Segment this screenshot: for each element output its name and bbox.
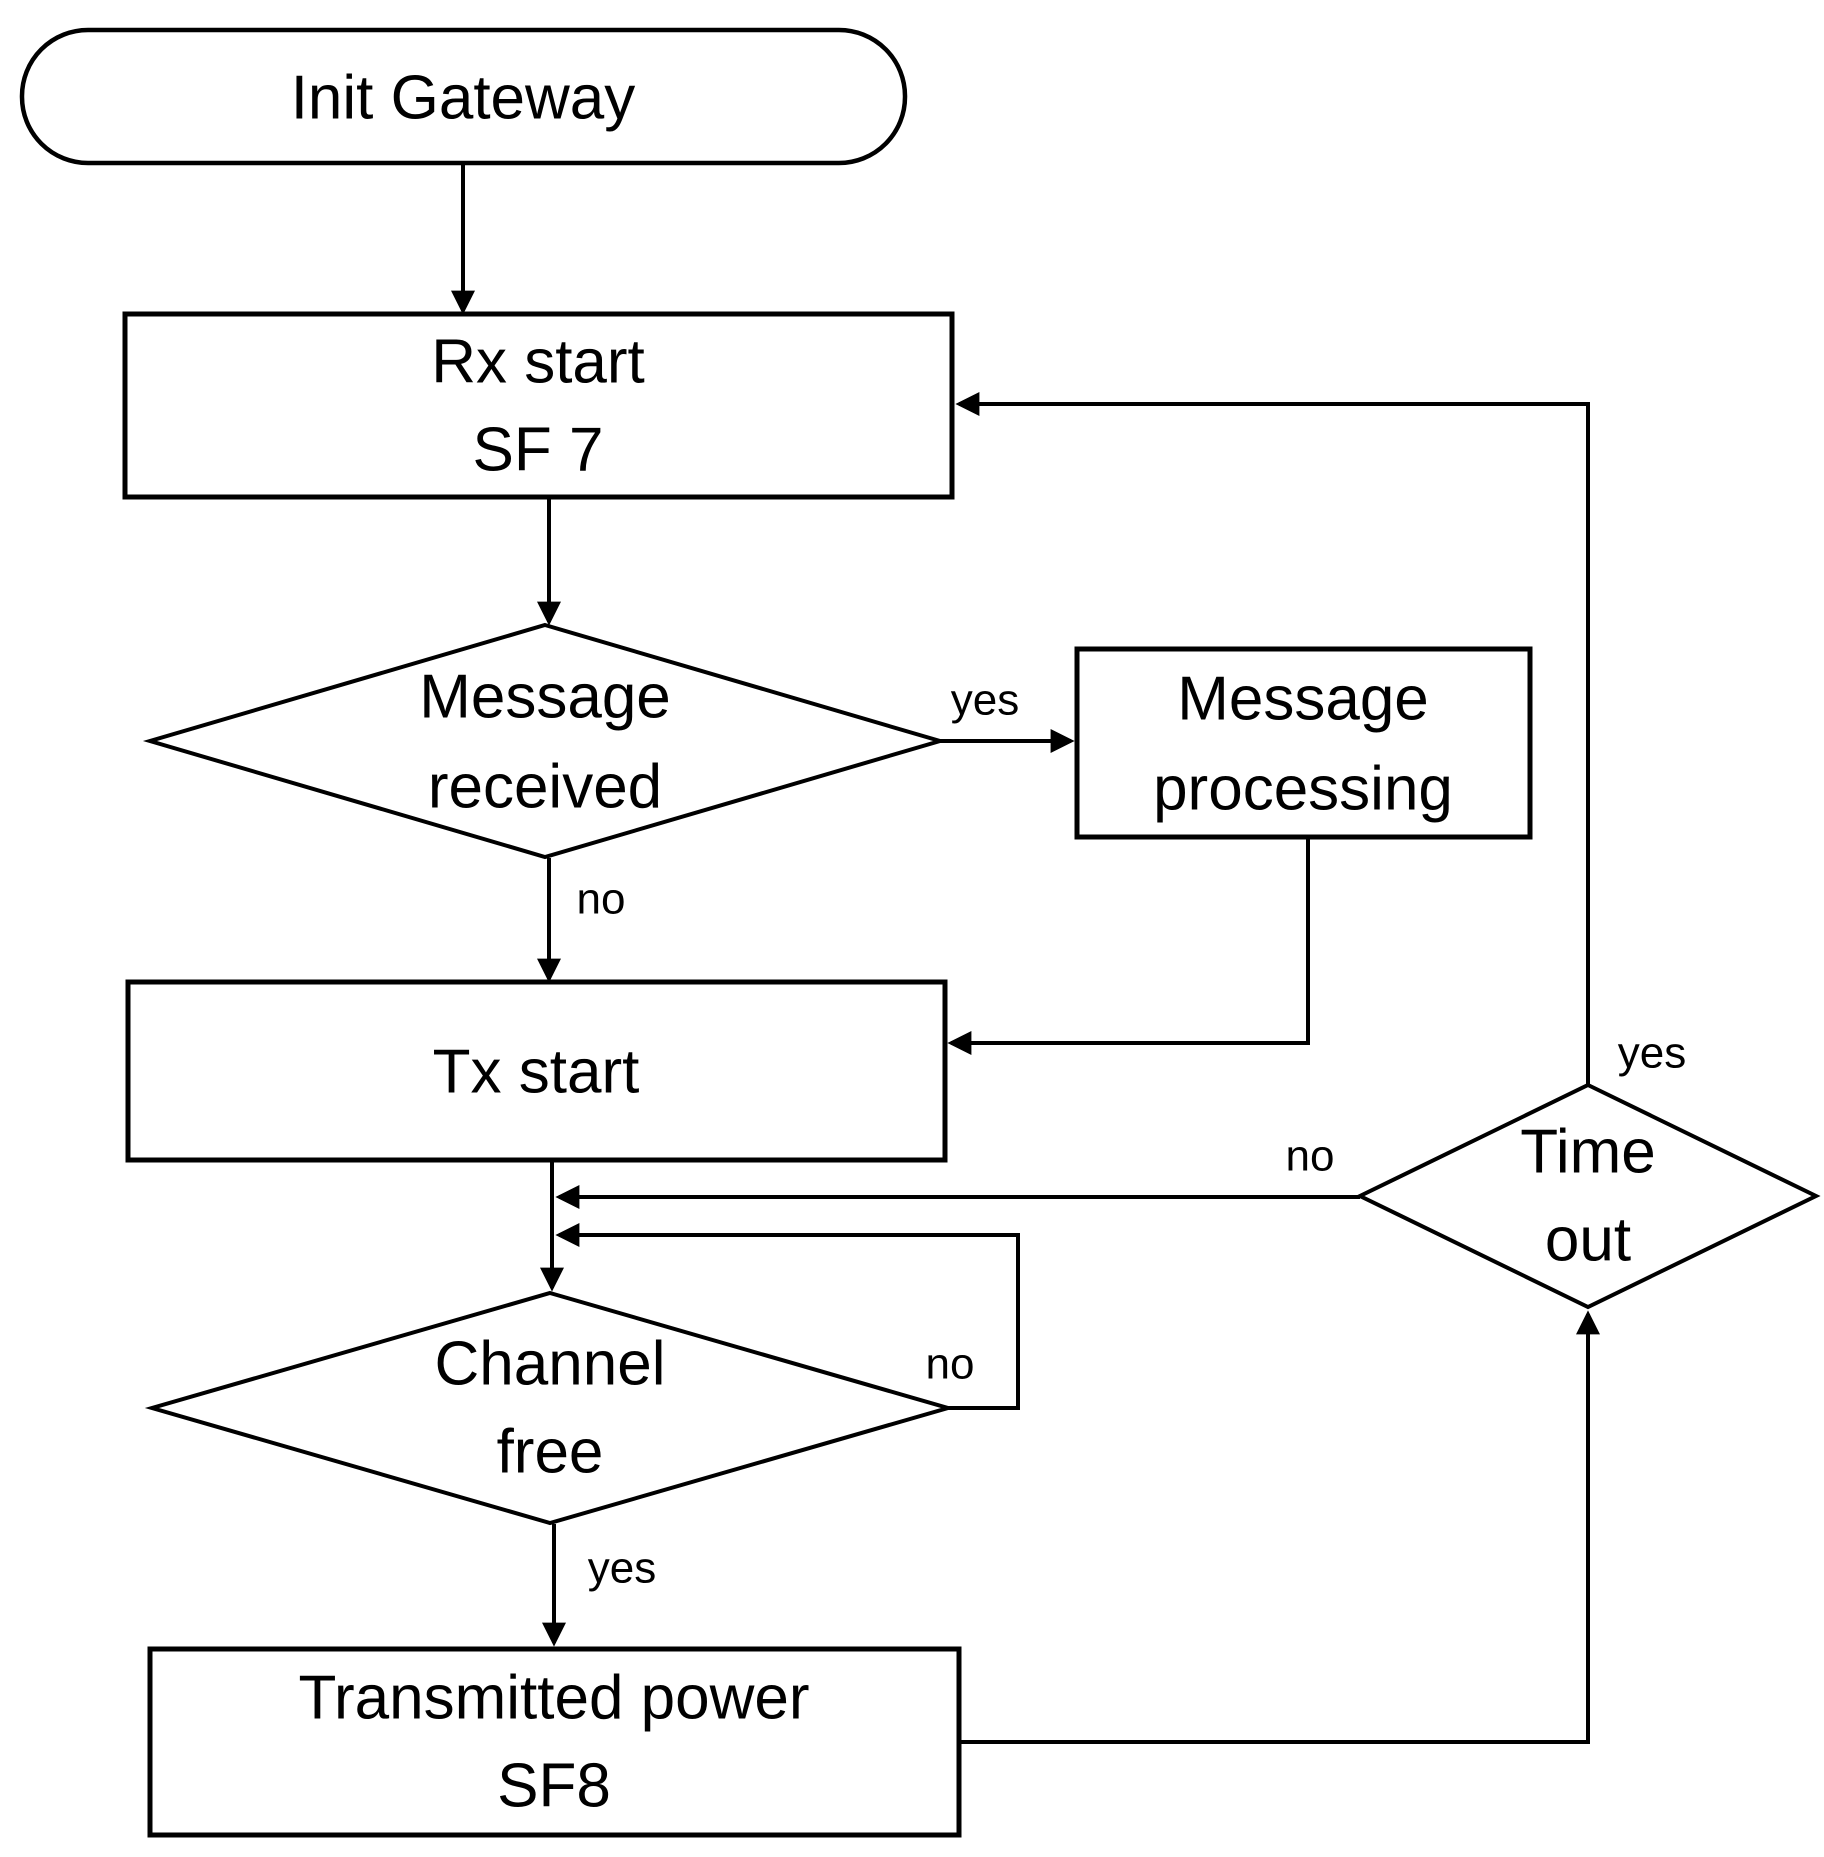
process-shape [1074,646,1533,840]
node-channel-free: Channel free [144,1290,956,1526]
node-channel-free-line1: Channel [435,1330,666,1399]
edge-label-channel-free-yes: yes [588,1544,656,1593]
edge-transmitted-power-to-timeout [959,1310,1600,1744]
node-timeout: Time out [1355,1082,1821,1310]
edge-label-channel-free-no: no [926,1340,975,1389]
edges [451,163,1600,1744]
node-timeout-line1: Time [1520,1118,1655,1187]
edge-label-message-received-no: no [577,875,626,924]
node-rx-start-line2: SF 7 [473,416,604,485]
node-transmitted-power-line1: Transmitted power [298,1664,809,1733]
node-tx-start-label: Tx start [433,1038,640,1107]
node-tx-start: Tx start [125,979,948,1163]
edge-label-timeout-yes: yes [1618,1029,1686,1078]
node-init-gateway-label: Init Gateway [291,64,636,133]
node-init-gateway: Init Gateway [19,27,908,166]
node-message-processing-line1: Message [1177,665,1429,734]
edge-channel-free-no-loop [555,1223,1020,1410]
node-message-processing: Message processing [1074,646,1533,840]
node-message-received-line1: Message [419,663,671,732]
node-channel-free-line2: free [497,1418,604,1487]
edge-message-processing-to-tx-start [947,838,1310,1055]
process-shape [125,979,948,1163]
edge-label-timeout-no: no [1286,1132,1335,1181]
node-transmitted-power: Transmitted power SF8 [147,1646,962,1838]
terminator-shape [19,27,908,166]
decision-shape [142,622,948,860]
decision-shape [144,1290,956,1526]
node-transmitted-power-line2: SF8 [497,1752,611,1821]
edge-labels: yes no no yes yes no [577,676,1687,1593]
process-shape [122,311,955,500]
edge-timeout-yes [955,392,1590,1084]
node-message-received: Message received [142,622,948,860]
edge-label-message-received-yes: yes [951,676,1019,725]
node-message-received-line2: received [428,753,662,822]
decision-shape [1355,1082,1821,1310]
node-rx-start-line1: Rx start [431,328,645,397]
node-timeout-line2: out [1545,1206,1631,1275]
node-message-processing-line2: processing [1153,755,1453,824]
node-rx-start: Rx start SF 7 [122,311,955,500]
process-shape [147,1646,962,1838]
